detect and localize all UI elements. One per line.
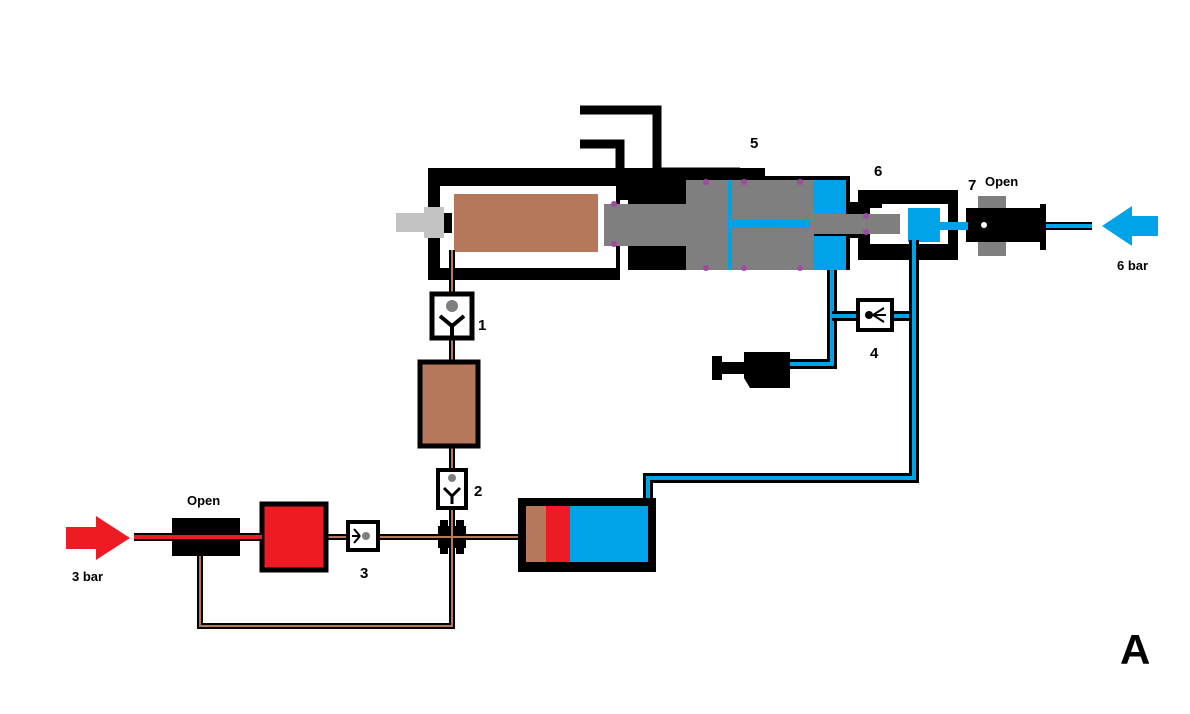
check-valve-1 bbox=[429, 291, 475, 341]
blue-chamber bbox=[814, 180, 940, 270]
nozzle-tip bbox=[396, 207, 452, 238]
blue-pipes bbox=[643, 240, 919, 500]
label-1: 1 bbox=[478, 317, 486, 334]
check-valve-2 bbox=[436, 468, 468, 510]
brown-piston bbox=[450, 190, 602, 256]
open-label-left: Open bbox=[187, 493, 220, 508]
check-valve-3 bbox=[346, 520, 380, 552]
mixing-tank bbox=[518, 498, 656, 572]
check-valve-4 bbox=[856, 298, 894, 332]
seal-dots bbox=[611, 179, 869, 271]
label-4: 4 bbox=[870, 345, 879, 362]
red-inlet-line bbox=[134, 533, 262, 541]
label-5: 5 bbox=[750, 135, 758, 152]
pressure-arrow-right bbox=[1102, 206, 1158, 246]
blue-inlet-line bbox=[940, 222, 1092, 230]
open-label-right: Open bbox=[985, 174, 1018, 189]
valve-7 bbox=[966, 196, 1046, 256]
pressure-label-right: 6 bar bbox=[1117, 258, 1148, 273]
corner-letter: A bbox=[1120, 626, 1150, 673]
label-7: 7 bbox=[968, 177, 976, 194]
red-tank bbox=[259, 501, 329, 573]
junction-block bbox=[438, 520, 466, 556]
label-6: 6 bbox=[874, 163, 882, 180]
pressure-arrow-left bbox=[66, 516, 130, 560]
label-3: 3 bbox=[360, 565, 368, 582]
label-2: 2 bbox=[474, 483, 482, 500]
pressure-label-left: 3 bar bbox=[72, 569, 103, 584]
brown-tank bbox=[417, 359, 481, 449]
spray-gun bbox=[712, 352, 790, 388]
gray-piston-assembly bbox=[604, 180, 900, 270]
